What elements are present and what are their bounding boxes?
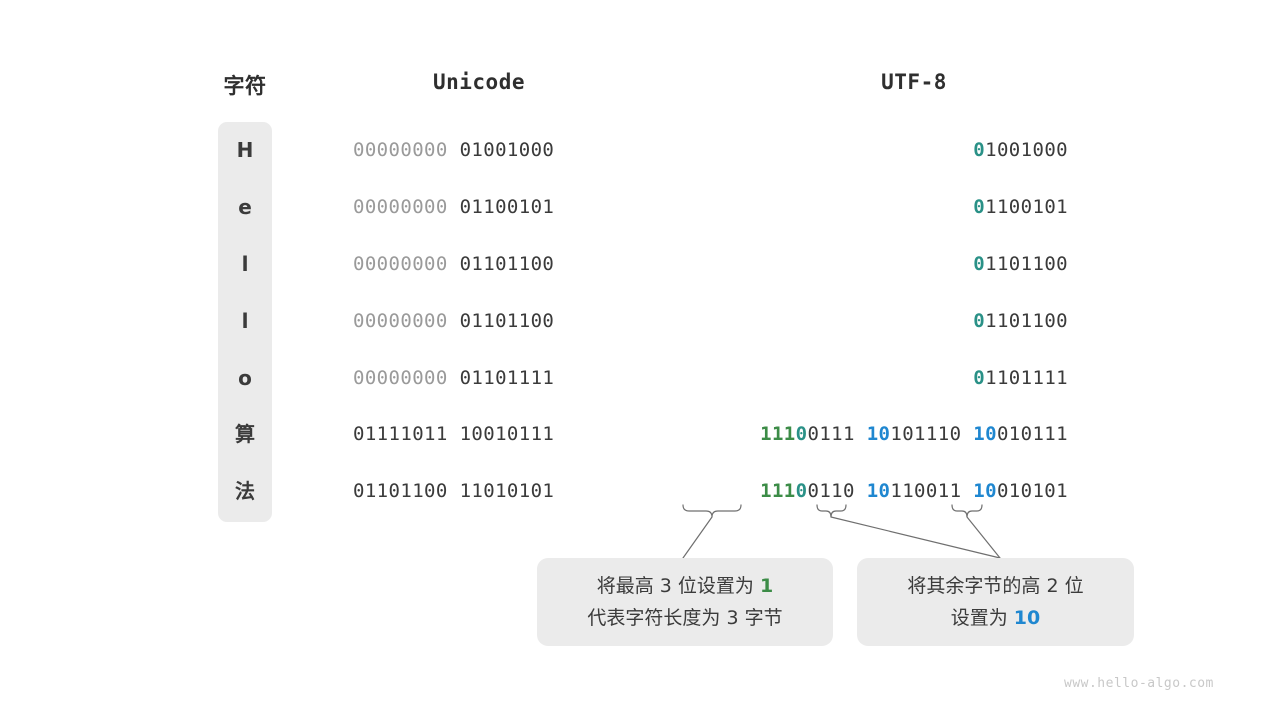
utf8-lead-marker: 0 <box>973 253 986 275</box>
unicode-high-byte: 00000000 <box>353 367 448 389</box>
callout-left-line-1: 将最高 3 位设置为 1 <box>597 570 773 602</box>
unicode-value: 01111011 10010111 <box>353 422 605 446</box>
utf8-continuation-marker: 10 <box>973 480 997 502</box>
watermark: www.hello-algo.com <box>1064 676 1214 691</box>
utf8-lead-marker: 0 <box>973 139 986 161</box>
utf8-continuation-marker: 10 <box>866 423 891 445</box>
brace-continuation-2 <box>951 504 983 518</box>
utf8-value: 01001000 <box>600 138 1068 162</box>
utf8-lead-marker: 0 <box>795 423 808 445</box>
unicode-value: 00000000 01101111 <box>353 366 605 390</box>
character-cell: 法 <box>235 479 255 503</box>
leader-line-right-2 <box>966 516 1001 559</box>
header-utf8: UTF-8 <box>881 70 947 94</box>
utf8-value: 01100101 <box>600 195 1068 219</box>
utf8-value: 11100110 10110011 10010101 <box>600 479 1068 503</box>
character-cell: l <box>241 309 249 333</box>
unicode-high-byte: 00000000 <box>353 310 448 332</box>
utf8-length-prefix: 111 <box>760 480 796 502</box>
callout-right-line-1: 将其余字节的高 2 位 <box>907 575 1084 597</box>
character-cell: o <box>238 366 252 390</box>
unicode-low-byte: 10010111 <box>459 423 555 445</box>
unicode-low-byte: 11010101 <box>459 480 555 502</box>
character-cell: e <box>238 195 252 219</box>
unicode-high-byte: 00000000 <box>353 139 448 161</box>
header-unicode: Unicode <box>432 70 525 94</box>
utf8-value: 11100111 10101110 10010111 <box>600 422 1068 446</box>
callout-right-line-2-text: 设置为 <box>950 607 1014 629</box>
utf8-lead-marker: 0 <box>973 310 986 332</box>
character-cell: H <box>236 138 254 162</box>
utf8-continuation-payload: 101110 <box>890 423 962 445</box>
unicode-high-byte: 01101100 <box>353 480 448 502</box>
unicode-high-byte: 01111011 <box>353 423 448 445</box>
utf8-continuation-payload: 010101 <box>996 480 1068 502</box>
leader-line-left <box>682 516 713 559</box>
leader-line-right-1 <box>830 516 1001 559</box>
utf8-lead-payload: 0111 <box>807 423 855 445</box>
utf8-continuation-payload: 110011 <box>890 480 962 502</box>
utf8-lead-payload: 1001000 <box>985 139 1068 161</box>
utf8-continuation-marker: 10 <box>866 480 891 502</box>
character-column-panel <box>218 122 272 522</box>
unicode-value: 00000000 01100101 <box>353 195 605 219</box>
utf8-lead-marker: 0 <box>973 367 986 389</box>
unicode-value: 01101100 11010101 <box>353 479 605 503</box>
callout-continuation-marker: 将其余字节的高 2 位 设置为 10 <box>857 558 1134 646</box>
utf8-lead-marker: 0 <box>973 196 986 218</box>
utf8-lead-payload: 1100101 <box>985 196 1068 218</box>
unicode-low-byte: 01101100 <box>459 253 555 275</box>
callout-left-line-1-text: 将最高 3 位设置为 <box>596 575 760 597</box>
unicode-value: 00000000 01101100 <box>353 309 605 333</box>
unicode-low-byte: 01001000 <box>459 139 555 161</box>
utf8-lead-payload: 1101111 <box>985 367 1068 389</box>
unicode-value: 00000000 01101100 <box>353 252 605 276</box>
unicode-high-byte: 00000000 <box>353 253 448 275</box>
callout-right-line-2: 设置为 10 <box>951 602 1041 634</box>
header-character: 字符 <box>223 74 267 98</box>
unicode-low-byte: 01100101 <box>459 196 555 218</box>
unicode-value: 00000000 01001000 <box>353 138 605 162</box>
callout-left-line-2: 代表字符长度为 3 字节 <box>587 607 783 629</box>
utf8-value: 01101111 <box>600 366 1068 390</box>
character-cell: 算 <box>235 422 255 446</box>
brace-length-prefix <box>682 504 742 518</box>
utf8-lead-marker: 0 <box>795 480 808 502</box>
unicode-low-byte: 01101111 <box>459 367 555 389</box>
callout-right-highlight: 10 <box>1013 607 1041 629</box>
unicode-low-byte: 01101100 <box>459 310 555 332</box>
utf8-lead-payload: 0110 <box>807 480 855 502</box>
utf8-lead-payload: 1101100 <box>985 310 1068 332</box>
character-cell: l <box>241 252 249 276</box>
utf8-continuation-marker: 10 <box>973 423 997 445</box>
utf8-value: 01101100 <box>600 309 1068 333</box>
callout-length-prefix: 将最高 3 位设置为 1 代表字符长度为 3 字节 <box>537 558 833 646</box>
unicode-high-byte: 00000000 <box>353 196 448 218</box>
utf8-length-prefix: 111 <box>760 423 796 445</box>
brace-continuation-1 <box>816 504 847 518</box>
callout-left-highlight: 1 <box>759 575 774 597</box>
utf8-value: 01101100 <box>600 252 1068 276</box>
utf8-continuation-payload: 010111 <box>996 423 1068 445</box>
utf8-lead-payload: 1101100 <box>985 253 1068 275</box>
